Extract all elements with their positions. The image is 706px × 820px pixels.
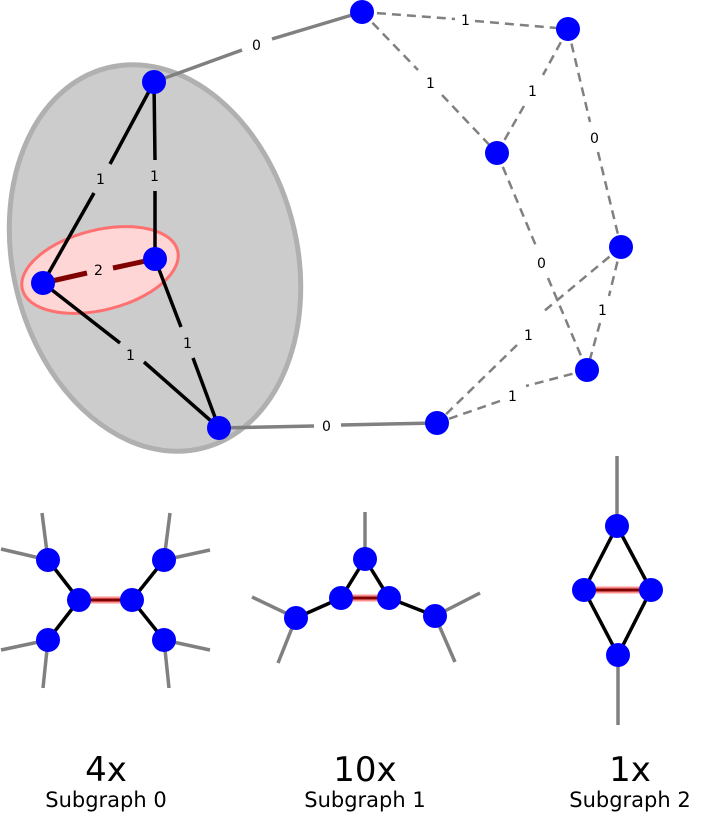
edge-D-J bbox=[218, 424, 315, 430]
node bbox=[67, 588, 91, 612]
node bbox=[605, 514, 629, 538]
node-G[interactable] bbox=[485, 141, 509, 165]
node bbox=[152, 548, 176, 572]
edge-E-F bbox=[361, 10, 456, 21]
edge-A-E bbox=[153, 48, 243, 84]
edge-label: 1 bbox=[183, 336, 192, 352]
node-A[interactable] bbox=[142, 70, 166, 94]
edge-label: 2 bbox=[94, 263, 103, 279]
edge-G-I bbox=[495, 152, 538, 247]
edge-B-D bbox=[191, 357, 221, 429]
node-I[interactable] bbox=[575, 358, 599, 382]
internal-edges bbox=[41, 81, 221, 430]
edge-label: 0 bbox=[537, 256, 546, 272]
subgraph-count: 10x bbox=[333, 750, 397, 790]
node-H[interactable] bbox=[609, 235, 633, 259]
node bbox=[120, 588, 144, 612]
edge-E-G bbox=[441, 94, 498, 154]
edge-D-J bbox=[340, 421, 438, 427]
subgraph-count: 1x bbox=[609, 750, 651, 790]
edge-label: 1 bbox=[461, 13, 470, 29]
edge-G-I bbox=[546, 277, 589, 371]
edge-F-H bbox=[596, 151, 623, 248]
edge-A-C bbox=[41, 192, 96, 284]
edge-I-J bbox=[436, 399, 501, 425]
edge-label: 0 bbox=[590, 131, 599, 147]
edge-A-C bbox=[108, 81, 156, 165]
node bbox=[606, 643, 630, 667]
nodes bbox=[31, 0, 633, 440]
node bbox=[423, 604, 447, 628]
subgraph-0-caption: 4x Subgraph 0 bbox=[16, 752, 196, 812]
edge-label: 1 bbox=[528, 84, 537, 100]
edge-label: 1 bbox=[524, 328, 533, 344]
node bbox=[284, 606, 308, 630]
edge-H-J bbox=[436, 344, 518, 424]
subgraph-name: Subgraph 1 bbox=[304, 788, 426, 812]
edge-A-E bbox=[271, 10, 363, 41]
node bbox=[152, 628, 176, 652]
edge-A-B bbox=[152, 81, 157, 161]
node-E[interactable] bbox=[350, 0, 374, 24]
node bbox=[377, 586, 401, 610]
edge-E-F bbox=[474, 19, 569, 31]
edge-I-J bbox=[525, 368, 588, 388]
node bbox=[353, 547, 377, 571]
bridge-edges bbox=[153, 10, 438, 430]
node bbox=[36, 548, 60, 572]
edge-label: 1 bbox=[150, 169, 159, 185]
edge-B-D bbox=[153, 258, 183, 328]
node-F[interactable] bbox=[556, 17, 580, 41]
subgraph-2-caption: 1x Subgraph 2 bbox=[540, 752, 706, 812]
node bbox=[572, 578, 596, 602]
node-J[interactable] bbox=[425, 411, 449, 435]
node-D[interactable] bbox=[207, 416, 231, 440]
node bbox=[36, 628, 60, 652]
subgraph-1-caption: 10x Subgraph 1 bbox=[275, 752, 455, 812]
node bbox=[329, 586, 353, 610]
edge-label: 1 bbox=[126, 348, 135, 364]
edge-label: 1 bbox=[96, 172, 105, 188]
subgraph-name: Subgraph 0 bbox=[45, 788, 167, 812]
edge-label: 1 bbox=[426, 76, 435, 92]
edge-labels: 1 1 2 1 1 0 0 1 1 1 0 0 1 1 1 bbox=[94, 13, 607, 435]
edge-F-H bbox=[566, 28, 592, 123]
edge-C-D bbox=[142, 360, 221, 430]
edge-label: 0 bbox=[252, 38, 261, 54]
subgraph-name: Subgraph 2 bbox=[569, 788, 691, 812]
node-C[interactable] bbox=[31, 271, 55, 295]
edge-label: 0 bbox=[322, 419, 331, 435]
subgraph-count: 4x bbox=[85, 750, 127, 790]
edge-H-J bbox=[542, 246, 622, 313]
edge-C-D bbox=[41, 281, 122, 345]
subgraph-2-thumbnail bbox=[572, 456, 663, 725]
edge-H-I bbox=[585, 322, 602, 371]
edge-E-G bbox=[361, 11, 419, 71]
node-B[interactable] bbox=[143, 247, 167, 271]
subgraph-0-thumbnail bbox=[0, 512, 211, 689]
edge-label: 1 bbox=[508, 389, 517, 405]
edge-label: 1 bbox=[598, 303, 607, 319]
node bbox=[639, 578, 663, 602]
subgraph-1-thumbnail bbox=[251, 512, 481, 664]
